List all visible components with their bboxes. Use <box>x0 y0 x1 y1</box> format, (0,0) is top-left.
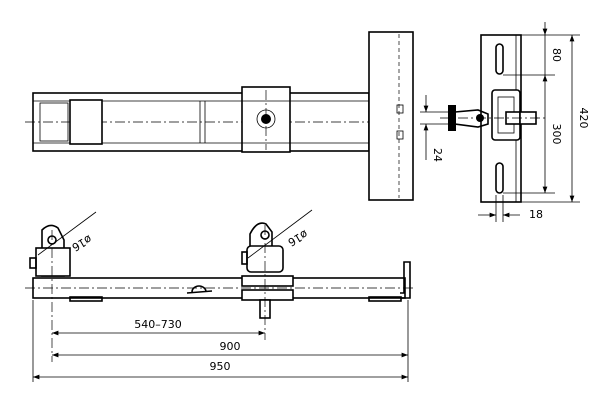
dim-pin-right: ø16 <box>286 227 310 249</box>
side-view-dimensions: 540–730 900 950 ø16 ø16 <box>32 227 409 382</box>
end-view <box>440 34 545 203</box>
dim-overall: 950 <box>210 360 231 373</box>
side-view <box>25 209 415 362</box>
dim-plate-height: 420 <box>577 108 590 129</box>
top-view <box>25 31 415 201</box>
dim-span: 900 <box>220 340 241 353</box>
dim-clamp-width: 24 <box>431 148 444 162</box>
dim-slot-offset: 80 <box>550 48 563 62</box>
dim-slot-spacing: 300 <box>550 124 563 145</box>
end-view-dimensions: 80 300 420 24 18 <box>420 22 590 222</box>
dim-slot-width: 18 <box>529 208 543 221</box>
dim-adjust-range: 540–730 <box>134 318 182 331</box>
dim-pin-left: ø16 <box>70 232 94 254</box>
